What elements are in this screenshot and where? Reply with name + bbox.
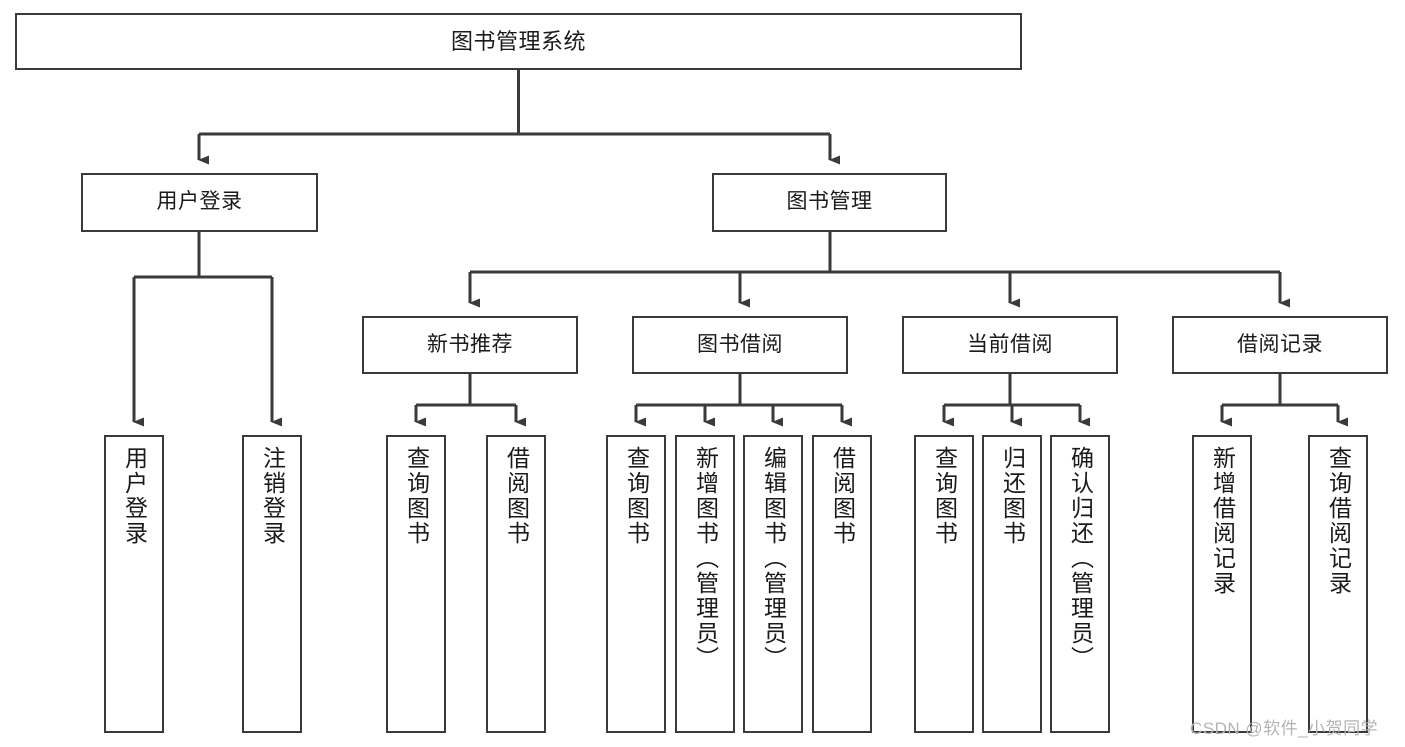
leaf-borrow-book-recommend[interactable]: 借阅图书: [486, 435, 546, 733]
leaf-logout[interactable]: 注销登录: [242, 435, 302, 733]
leaf-query-book-borrow[interactable]: 查询图书: [606, 435, 666, 733]
node-label: 新书推荐: [427, 332, 513, 356]
node-label: 借阅记录: [1237, 332, 1323, 356]
node-user-login[interactable]: 用户登录: [81, 173, 318, 232]
node-label: 归还图书: [999, 446, 1026, 546]
leaf-confirm-return-admin[interactable]: 确认归还（管理员）: [1050, 435, 1110, 733]
leaf-add-borrow-record[interactable]: 新增借阅记录: [1192, 435, 1252, 733]
node-label: 借阅图书: [829, 446, 856, 546]
node-label: 编辑图书（管理员）: [760, 446, 787, 671]
leaf-user-login[interactable]: 用户登录: [104, 435, 164, 733]
node-label: 新增图书（管理员）: [692, 446, 719, 671]
node-new-book-recommend[interactable]: 新书推荐: [362, 316, 578, 374]
node-root-system[interactable]: 图书管理系统: [15, 13, 1022, 70]
node-label: 当前借阅: [967, 332, 1053, 356]
leaf-query-borrow-record[interactable]: 查询借阅记录: [1308, 435, 1368, 733]
leaf-query-book-current[interactable]: 查询图书: [914, 435, 974, 733]
node-label: 图书管理: [786, 190, 873, 214]
node-label: 新增借阅记录: [1209, 446, 1236, 596]
node-borrow-record[interactable]: 借阅记录: [1172, 316, 1388, 374]
node-label: 用户登录: [156, 190, 243, 214]
node-label: 查询图书: [931, 446, 958, 546]
node-label: 查询借阅记录: [1325, 446, 1352, 596]
node-current-borrow[interactable]: 当前借阅: [902, 316, 1118, 374]
leaf-borrow-book[interactable]: 借阅图书: [812, 435, 872, 733]
node-label: 查询图书: [623, 446, 650, 546]
node-label: 查询图书: [403, 446, 430, 546]
leaf-add-book-admin[interactable]: 新增图书（管理员）: [675, 435, 735, 733]
node-label: 用户登录: [121, 446, 148, 546]
node-label: 注销登录: [259, 446, 286, 546]
leaf-query-book-recommend[interactable]: 查询图书: [386, 435, 446, 733]
leaf-edit-book-admin[interactable]: 编辑图书（管理员）: [743, 435, 803, 733]
node-book-borrow[interactable]: 图书借阅: [632, 316, 848, 374]
node-book-management[interactable]: 图书管理: [712, 173, 947, 232]
node-label: 图书借阅: [697, 332, 783, 356]
node-label: 借阅图书: [503, 446, 530, 546]
node-label: 图书管理系统: [450, 28, 586, 54]
leaf-return-book[interactable]: 归还图书: [982, 435, 1042, 733]
node-label: 确认归还（管理员）: [1067, 446, 1094, 671]
